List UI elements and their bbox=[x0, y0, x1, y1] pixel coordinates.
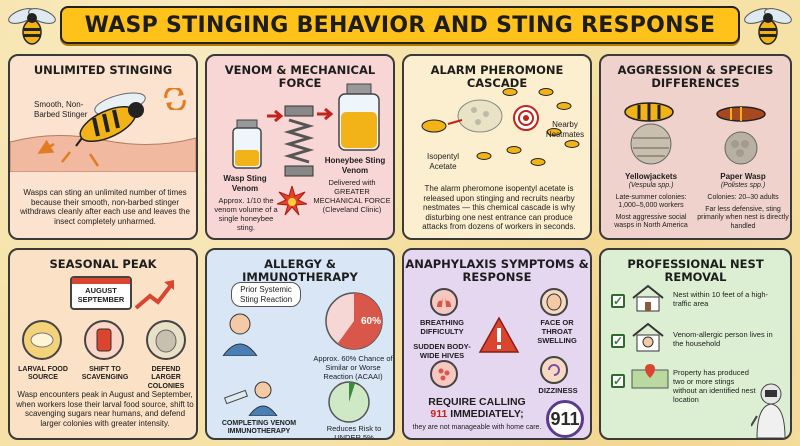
dizziness-icon bbox=[540, 356, 568, 384]
step-scavenging: SHIFT TO SCAVENGING bbox=[81, 366, 129, 382]
soda-can-icon bbox=[84, 320, 124, 360]
cycle-icon bbox=[164, 88, 186, 110]
symptom-hives: SUDDEN BODY-WIDE HIVES bbox=[413, 342, 471, 360]
panel-title: UNLIMITED STINGING bbox=[33, 63, 173, 77]
face-swelling-icon bbox=[540, 288, 568, 316]
emergency-911-badge: 911 bbox=[546, 400, 584, 438]
bee-venom-desc: Delivered with GREATER MECHANICAL FORCE … bbox=[313, 178, 391, 214]
checkbox-icon: ✓ bbox=[611, 294, 625, 308]
pie-chart-5 bbox=[328, 381, 370, 423]
yellowjacket-scientific: (Vespula spp.) bbox=[628, 182, 674, 189]
allergy-house-icon bbox=[632, 322, 664, 352]
pie2-description: Reduces Risk to UNDER 5% bbox=[326, 424, 382, 440]
yellowjacket-colony: Late-summer colonies: 1,000–5,000 worker… bbox=[615, 194, 687, 210]
small-vial-icon bbox=[232, 119, 262, 169]
skin-sting-illustration bbox=[10, 92, 196, 172]
lungs-icon bbox=[430, 288, 458, 316]
seasonal-description: Wasp encounters peak in August and Septe… bbox=[16, 390, 194, 428]
symptom-dizziness: DIZZINESS bbox=[538, 386, 578, 395]
panel-title: ALLERGY & IMMUNOTHERAPY bbox=[242, 257, 358, 285]
protective-suit-worker-icon bbox=[751, 383, 786, 438]
calendar-month-1: AUGUST bbox=[85, 286, 117, 295]
pie-chart-60: 60% bbox=[325, 292, 383, 350]
call-instruction: REQUIRE CALLING bbox=[428, 396, 526, 408]
nestmates-label: Nearby Nestmates bbox=[545, 120, 585, 139]
checkbox-icon: ✓ bbox=[611, 374, 625, 388]
panel-anaphylaxis: ANAPHYLAXIS SYMPTOMS & RESPONSE BREATHIN… bbox=[402, 248, 592, 440]
calendar-month-2: SEPTEMBER bbox=[77, 295, 125, 304]
immunotherapy-label: COMPLETING VENOM IMMUNOTHERAPY bbox=[221, 420, 297, 436]
wasp-venom-label: Wasp Sting Venom bbox=[223, 174, 267, 193]
step-larval: LARVAL FOOD SOURCE bbox=[18, 366, 68, 382]
symptom-breathing: BREATHING DIFFICULTY bbox=[419, 318, 465, 336]
panel-aggression-species: AGGRESSION & SPECIES DIFFERENCES Yellowj… bbox=[599, 54, 792, 240]
bee-venom-label: Honeybee Sting Venom bbox=[324, 156, 386, 175]
paperwasp-note: Far less defensive, sting primarily when… bbox=[697, 206, 789, 230]
injection-icon bbox=[223, 381, 278, 416]
pheromone-cascade-illustration bbox=[421, 88, 580, 166]
spring-press-icon bbox=[283, 105, 315, 177]
call-911-number: 911 bbox=[430, 408, 448, 420]
person-icon bbox=[222, 313, 258, 356]
step-defend: DEFEND LARGER COLONIES bbox=[147, 366, 185, 390]
impact-burst-icon bbox=[277, 186, 307, 216]
yellowjacket-name: Yellowjackets bbox=[624, 172, 678, 181]
wasp-icon bbox=[744, 8, 792, 45]
hives-icon bbox=[430, 360, 458, 388]
stinger-label: Smooth, Non-Barbed Stinger bbox=[34, 100, 88, 119]
rising-arrow-icon bbox=[134, 280, 174, 310]
panel-venom-force: VENOM & MECHANICAL FORCE Wasp Sting Veno… bbox=[205, 54, 395, 240]
panel-title: ALARM PHEROMONE CASCADE bbox=[430, 63, 564, 91]
species-illustration bbox=[624, 102, 766, 165]
arrow-icon bbox=[267, 110, 284, 122]
wasp-venom-desc: Approx. 1/10 the venom volume of a singl… bbox=[214, 196, 278, 232]
pie1-description: Approx. 60% Chance of Similar or Worse R… bbox=[313, 354, 393, 381]
alarm-description: The alarm pheromone isopentyl acetate is… bbox=[422, 184, 576, 232]
page-title: WASP STINGING BEHAVIOR AND STING RESPONS… bbox=[84, 12, 716, 38]
paperwasp-colony: Colonies: 20–30 adults bbox=[707, 194, 779, 201]
checkbox-icon: ✓ bbox=[611, 334, 625, 348]
large-vial-icon bbox=[338, 83, 380, 151]
panel-title: PROFESSIONAL NEST REMOVAL bbox=[627, 257, 764, 285]
chemical-label: Isopentyl Acetate bbox=[426, 152, 460, 171]
panel-title: AGGRESSION & SPECIES DIFFERENCES bbox=[617, 63, 774, 91]
house-icon bbox=[632, 284, 664, 312]
paperwasp-name: Paper Wasp bbox=[720, 172, 766, 181]
paperwasp-scientific: (Polistes spp.) bbox=[720, 182, 766, 189]
panel-title: VENOM & MECHANICAL FORCE bbox=[224, 63, 376, 91]
nest-icon bbox=[146, 320, 186, 360]
panel-allergy-immunotherapy: ALLERGY & IMMUNOTHERAPY Prior Systemic S… bbox=[205, 248, 395, 440]
panel-unlimited-stinging: UNLIMITED STINGING Smooth, Non-Barbed St… bbox=[8, 54, 198, 240]
calendar-icon: AUGUST SEPTEMBER bbox=[70, 276, 132, 310]
title-banner: WASP STINGING BEHAVIOR AND STING RESPONS… bbox=[60, 6, 740, 44]
removal-criterion-1: Nest within 10 feet of a high-traffic ar… bbox=[673, 290, 769, 308]
panel-alarm-pheromone: ALARM PHEROMONE CASCADE Nearby Nestmates… bbox=[402, 54, 592, 240]
arrow-icon bbox=[317, 108, 334, 120]
call-note: they are not manageable with home care. bbox=[412, 424, 542, 431]
panel-title: SEASONAL PEAK bbox=[49, 257, 157, 271]
symptom-swelling: FACE OR THROAT SWELLING bbox=[537, 318, 577, 345]
wasp-icon bbox=[8, 8, 56, 45]
removal-criterion-2: Venom-allergic person lives in the house… bbox=[673, 330, 773, 348]
removal-criterion-3: Property has produced two or more stings… bbox=[673, 368, 756, 404]
prior-reaction-bubble: Prior Systemic Sting Reaction bbox=[231, 282, 301, 308]
yard-map-icon bbox=[631, 364, 669, 389]
panel-nest-removal: PROFESSIONAL NEST REMOVAL ✓ Nest within … bbox=[599, 248, 792, 440]
call-immediately-text: IMMEDIATELY; bbox=[447, 408, 524, 420]
warning-icon bbox=[478, 316, 520, 353]
unlimited-description: Wasps can sting an unlimited number of t… bbox=[20, 188, 190, 226]
panel-title: ANAPHYLAXIS SYMPTOMS & RESPONSE bbox=[405, 257, 589, 285]
yellowjacket-note: Most aggressive social wasps in North Am… bbox=[614, 214, 688, 230]
svg-text:60%: 60% bbox=[361, 316, 381, 327]
call-immediately: 911 IMMEDIATELY; bbox=[412, 408, 542, 420]
larva-icon bbox=[22, 320, 62, 360]
panel-seasonal-peak: SEASONAL PEAK AUGUST SEPTEMBER LARVAL FO… bbox=[8, 248, 198, 440]
